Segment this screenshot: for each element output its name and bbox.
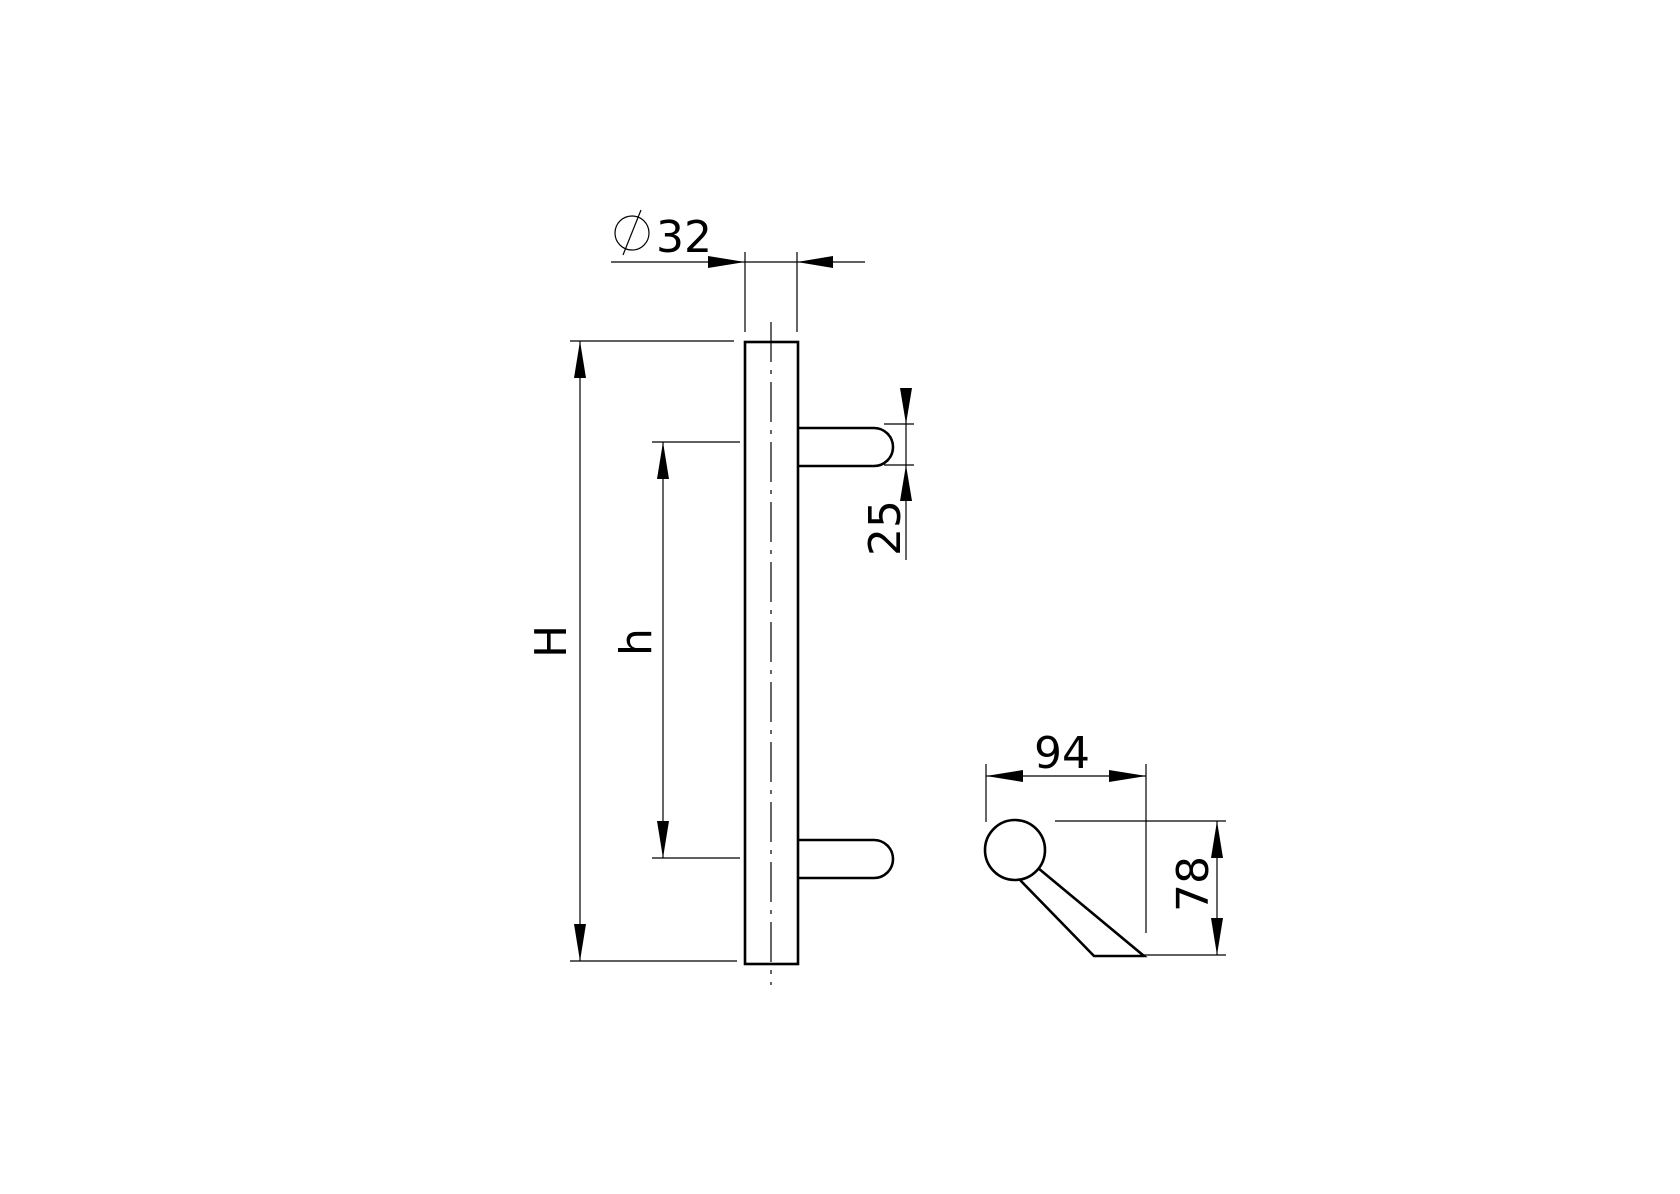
projection-dimension: 94 — [985, 728, 1147, 933]
arrow-left-icon — [986, 770, 1023, 782]
center-distance-label: h — [611, 628, 662, 656]
arrow-left-icon — [797, 256, 833, 268]
arrow-down-icon — [900, 388, 912, 424]
diameter-symbol-icon — [614, 215, 650, 251]
diameter-label: 32 — [656, 212, 712, 263]
center-distance-dimension: h — [611, 441, 740, 859]
diameter-dimension: 32 — [611, 209, 865, 332]
height-offset-dimension: 78 — [1055, 820, 1226, 956]
standoff-diameter-label: 25 — [860, 500, 911, 556]
arrow-up-icon — [657, 442, 669, 479]
bar-cross-section — [983, 818, 1047, 882]
lower-standoff — [798, 838, 895, 880]
arrow-down-icon — [1211, 918, 1223, 955]
arrow-up-icon — [900, 465, 912, 501]
upper-standoff — [798, 426, 895, 468]
arrow-down-icon — [657, 821, 669, 858]
overall-height-label: H — [526, 625, 577, 658]
arrow-down-icon — [574, 924, 586, 961]
side-view: 94 78 — [983, 728, 1226, 958]
overall-height-dimension: H — [526, 340, 737, 962]
front-view: 32 H h 25 — [526, 209, 914, 985]
standoff-diameter-dimension: 25 — [860, 388, 914, 560]
arrow-right-icon — [1109, 770, 1146, 782]
arrow-right-icon — [708, 256, 745, 268]
arrow-up-icon — [574, 341, 586, 378]
arrow-up-icon — [1211, 821, 1223, 858]
height-offset-label: 78 — [1168, 856, 1219, 912]
projection-label: 94 — [1034, 728, 1090, 779]
angled-standoff — [1019, 866, 1148, 958]
